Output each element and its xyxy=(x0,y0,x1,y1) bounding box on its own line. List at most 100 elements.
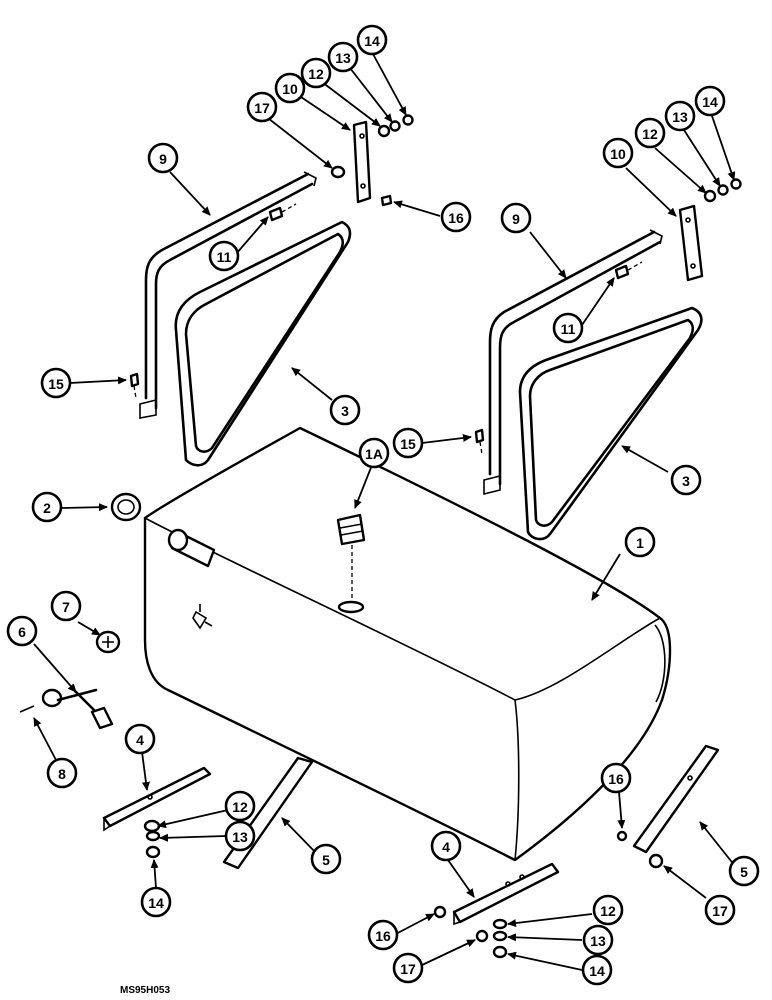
callout-circle xyxy=(602,137,634,169)
callout-circle xyxy=(392,952,424,984)
callout-14-2: 14 xyxy=(694,85,726,117)
callout-circle xyxy=(124,723,156,755)
strap-right xyxy=(483,229,663,496)
support-bracket-right xyxy=(452,862,560,926)
callout-5-2: 5 xyxy=(728,855,760,887)
tank-pad-right xyxy=(518,306,703,541)
callout-16-2: 16 xyxy=(367,919,399,951)
callout-label: 16 xyxy=(448,210,464,226)
callout-label: 12 xyxy=(600,903,616,919)
callout-label: 14 xyxy=(364,33,380,49)
callout-17-1: 17 xyxy=(246,91,278,123)
callout-circle xyxy=(208,240,240,272)
callout-circle xyxy=(624,526,656,558)
callout-label: 10 xyxy=(610,146,626,162)
callout-4-1: 4 xyxy=(124,723,156,755)
callout-circle xyxy=(6,615,38,647)
callout-circle xyxy=(500,202,532,234)
callout-12-2: 12 xyxy=(634,117,666,149)
callout-circle xyxy=(664,100,696,132)
callout-16-1: 16 xyxy=(440,201,472,233)
callout-10-1: 10 xyxy=(274,72,306,104)
callout-3-1: 3 xyxy=(329,394,361,426)
callout-label: 11 xyxy=(561,321,576,337)
callout-label: 4 xyxy=(136,732,144,748)
callout-label: 1 xyxy=(636,535,644,551)
callout-13-1: 13 xyxy=(327,41,359,73)
callout-circle xyxy=(329,394,361,426)
callout-circle xyxy=(224,820,256,852)
strap-left xyxy=(139,171,317,419)
callout-14-4: 14 xyxy=(581,954,613,986)
support-rail-right xyxy=(632,744,720,854)
hardware-bottom-left xyxy=(143,819,161,859)
callout-5-1: 5 xyxy=(310,843,342,875)
callout-label: 2 xyxy=(43,500,51,516)
callout-circle xyxy=(46,757,78,789)
callout-16-3: 16 xyxy=(600,762,632,794)
callout-13-3: 13 xyxy=(224,820,256,852)
callout-circle xyxy=(40,367,72,399)
callout-circle xyxy=(358,437,390,469)
callout-label: 12 xyxy=(232,799,248,815)
callout-13-2: 13 xyxy=(664,100,696,132)
callout-label: 11 xyxy=(217,249,232,265)
callout-label: 3 xyxy=(341,403,349,419)
callout-label: 1A xyxy=(365,446,383,462)
bracket-right xyxy=(678,204,704,282)
callout-circle xyxy=(430,830,462,862)
callout-circle xyxy=(634,117,666,149)
callout-circle xyxy=(50,590,82,622)
callout-circle xyxy=(582,924,614,956)
callout-label: 15 xyxy=(400,436,416,452)
fuel-filler-neck xyxy=(167,528,216,568)
callout-label: 9 xyxy=(512,211,520,227)
callout-circle xyxy=(246,91,278,123)
callout-11-2: 11 xyxy=(552,312,584,344)
callout-circle xyxy=(367,919,399,951)
callout-circle xyxy=(300,57,332,89)
callout-label: 13 xyxy=(232,829,248,845)
callout-label: 7 xyxy=(62,599,70,615)
callout-12-1: 12 xyxy=(300,57,332,89)
callout-label: 13 xyxy=(590,933,606,949)
callout-label: 9 xyxy=(159,151,167,167)
callout-label: 14 xyxy=(589,963,605,979)
callout-label: 12 xyxy=(642,126,658,142)
bracket-left xyxy=(352,120,372,204)
callout-11-1: 11 xyxy=(208,240,240,272)
callout-label: 17 xyxy=(254,100,270,116)
callout-label: 5 xyxy=(322,852,330,868)
callout-label: 13 xyxy=(335,50,351,66)
figure-code: MS95H053 xyxy=(120,985,170,996)
callout-label: 15 xyxy=(48,376,64,392)
callout-label: 14 xyxy=(148,895,164,911)
callout-circle xyxy=(274,72,306,104)
callout-label: 12 xyxy=(308,66,324,82)
callout-2-1: 2 xyxy=(31,491,63,523)
callout-circle xyxy=(704,894,736,926)
callout-label: 16 xyxy=(608,771,624,787)
callout-label: 16 xyxy=(375,928,391,944)
callout-13-4: 13 xyxy=(582,924,614,956)
tank-vent-fitting xyxy=(336,513,366,614)
hardware-left-top xyxy=(129,114,414,399)
support-bracket-left xyxy=(102,766,212,832)
callout-1a-1: 1A xyxy=(358,437,390,469)
callout-label: 13 xyxy=(672,109,688,125)
callout-label: 8 xyxy=(58,766,66,782)
callout-circle xyxy=(728,855,760,887)
callout-label: 3 xyxy=(682,473,690,489)
callout-label: 5 xyxy=(740,864,748,880)
callout-label: 17 xyxy=(400,961,416,977)
callout-circle xyxy=(140,886,172,918)
fuel-sender xyxy=(19,630,121,730)
callout-4-2: 4 xyxy=(430,830,462,862)
callout-8-1: 8 xyxy=(46,757,78,789)
callout-circle xyxy=(552,312,584,344)
callout-label: 10 xyxy=(282,81,298,97)
leader-lines xyxy=(33,53,736,971)
callout-circle xyxy=(147,142,179,174)
callout-circle xyxy=(356,24,388,56)
